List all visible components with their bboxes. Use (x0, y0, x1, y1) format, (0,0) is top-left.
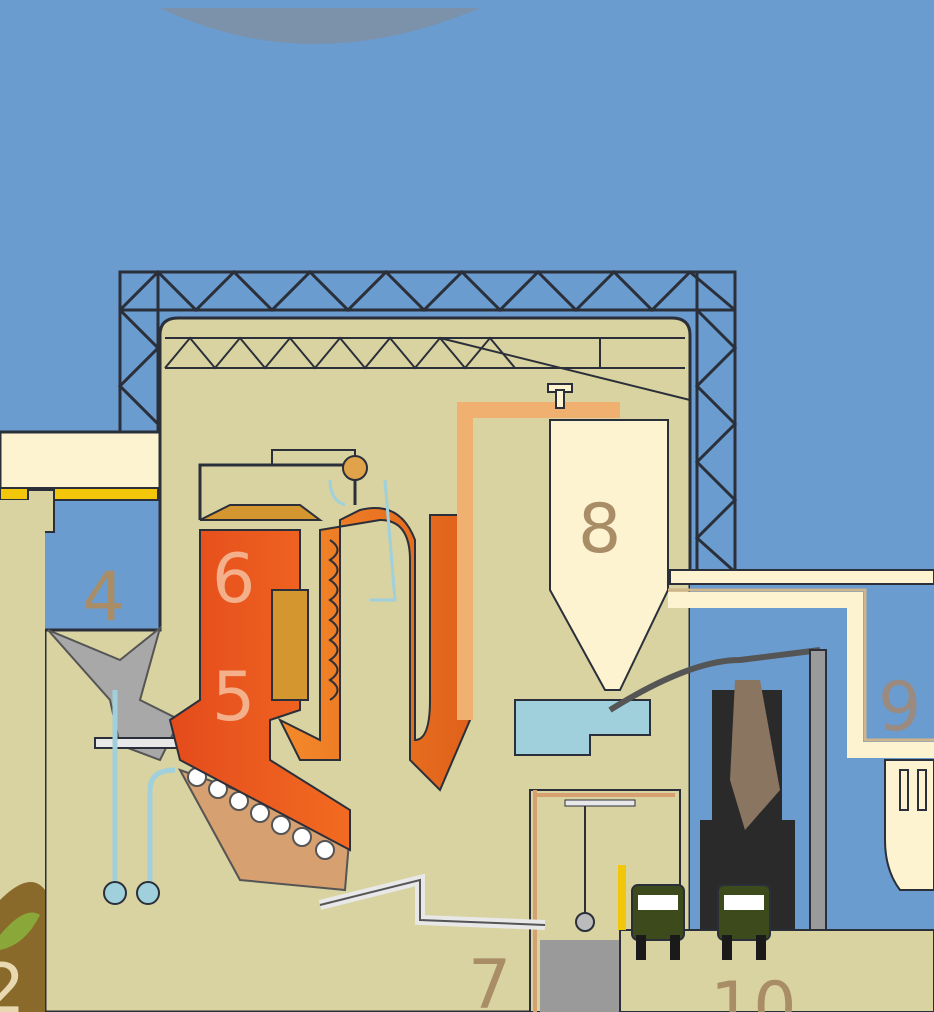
label-5: 5 (212, 658, 255, 737)
label-2: 2 (0, 950, 25, 1012)
label-10: 10 (710, 968, 797, 1012)
yellow-post (618, 865, 626, 930)
label-6: 6 (212, 540, 255, 619)
superheater (272, 590, 308, 700)
label-7: 7 (468, 946, 511, 1012)
air-fan-2 (137, 882, 159, 904)
label-4: 4 (82, 558, 125, 637)
steam-drum (343, 456, 367, 480)
crane-grab (576, 913, 594, 931)
stack-pipe (810, 650, 826, 930)
flue-valve-stem (556, 390, 564, 408)
ash-pile (540, 940, 620, 1012)
crane-rail (0, 488, 158, 500)
left-annex (0, 432, 160, 490)
crane-rail-bottom (565, 800, 635, 806)
air-fan-1 (104, 882, 126, 904)
label-8: 8 (578, 490, 621, 569)
label-9: 9 (878, 668, 921, 747)
flue-duct-horizontal (670, 570, 934, 584)
hopper-platform (95, 738, 185, 748)
